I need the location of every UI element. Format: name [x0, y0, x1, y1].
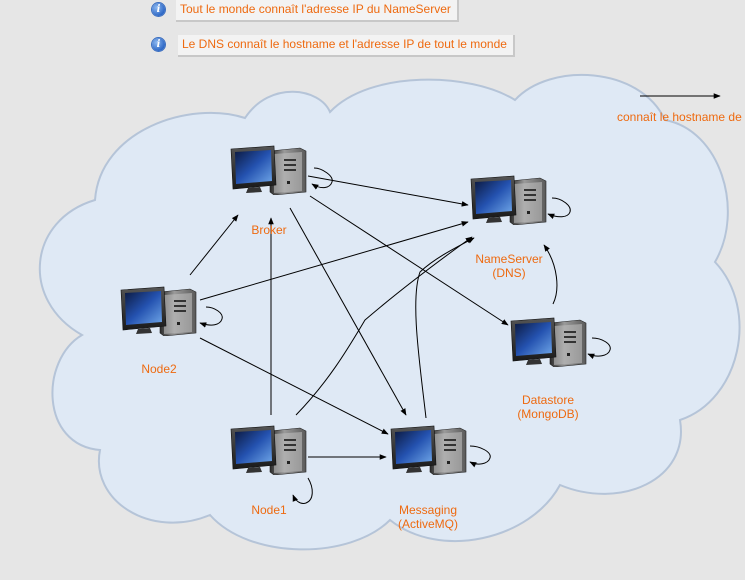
arrow-broker-datastore [309, 195, 509, 326]
arrow-broker-messaging [289, 207, 407, 416]
info-note-2: Le DNS connaît le hostname et l'adresse … [178, 35, 515, 57]
arrow-broker-nameserver [307, 175, 469, 207]
arrows [189, 167, 611, 504]
node-label-node1: Node1 [251, 503, 287, 517]
node-label-datastore: Datastore(MongoDB) [517, 393, 579, 421]
arrow-node2-nameserver [199, 221, 469, 301]
self-loop-messaging [469, 445, 491, 468]
self-loop-nameserver [547, 197, 571, 219]
node-label-nameserver: NameServer(DNS) [475, 252, 543, 280]
arrow-node2-broker [189, 214, 239, 276]
info-icon: i [152, 3, 165, 16]
info-note-1: Tout le monde connaît l'adresse IP du Na… [176, 0, 459, 22]
node-label-messaging: Messaging(ActiveMQ) [398, 503, 458, 531]
self-loop-node2 [199, 306, 223, 328]
node-label-node2: Node2 [141, 362, 177, 376]
arrow-node1-nameserver [295, 236, 473, 416]
arrow-node2-messaging [199, 337, 389, 435]
node-label-broker: Broker [251, 223, 287, 237]
self-loop-node1 [292, 477, 313, 504]
arrow-datastore-nameserver [543, 244, 558, 305]
self-loop-broker [311, 167, 333, 190]
arrow-messaging-nameserver [415, 237, 475, 419]
self-loop-datastore [587, 337, 611, 359]
legend-label: connaît le hostname de [617, 110, 742, 124]
cloud [38, 74, 741, 551]
info-icon: i [152, 38, 165, 51]
